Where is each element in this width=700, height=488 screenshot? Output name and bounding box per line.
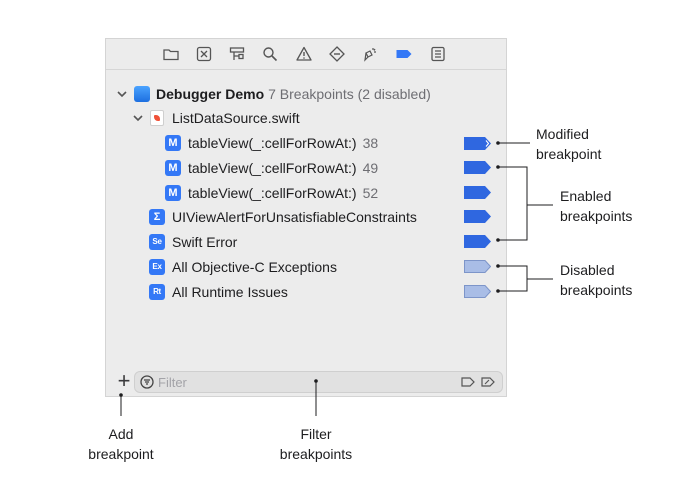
project-breakpoint-count: 7 Breakpoints (2 disabled) [268, 86, 431, 102]
file-row[interactable]: ListDataSource.swift [132, 107, 300, 129]
navigator-toolbar [106, 39, 506, 70]
breakpoint-row[interactable]: M tableView(_:cellForRowAt:) 52 [165, 182, 378, 204]
line-number: 49 [362, 160, 379, 176]
breakpoint-label: tableView(_:cellForRowAt:) [188, 185, 357, 201]
add-breakpoint-button[interactable]: + [117, 368, 131, 393]
add-breakpoint-callout: Add breakpoint [71, 424, 171, 464]
runtime-issue-badge-icon: Rt [149, 284, 165, 300]
modified-filter-icon[interactable] [461, 376, 475, 388]
callout-line: Enabled [560, 188, 612, 204]
folder-icon[interactable] [162, 45, 180, 63]
filter-field[interactable] [134, 371, 503, 393]
callout-line: Modified [536, 126, 589, 142]
filter-input[interactable] [158, 373, 448, 391]
callout-line: breakpoint [88, 446, 154, 462]
modified-breakpoint-callout: Modified breakpoint [536, 124, 601, 164]
filter-breakpoints-callout: Filter breakpoints [256, 424, 376, 464]
swift-file-icon [150, 110, 164, 126]
filter-icon [140, 375, 154, 389]
callout-line: Add [108, 426, 134, 442]
symbol-icon[interactable] [228, 45, 246, 63]
breakpoint-row[interactable]: M tableView(_:cellForRowAt:) 49 [165, 157, 378, 179]
callout-line: breakpoints [560, 208, 633, 224]
disabled-filter-icon[interactable] [481, 376, 495, 388]
method-badge-icon: M [165, 185, 181, 201]
source-control-icon[interactable] [195, 45, 213, 63]
symbolic-badge-icon: Σ [149, 209, 165, 225]
callout-line: Disabled [560, 262, 615, 278]
line-number: 38 [362, 135, 379, 151]
exception-badge-icon: Ex [149, 259, 165, 275]
breakpoint-row[interactable]: Se Swift Error [149, 231, 237, 253]
breakpoint-icon[interactable] [395, 45, 413, 63]
issue-icon[interactable] [295, 45, 313, 63]
breakpoint-indicator-disabled-icon[interactable] [464, 260, 491, 273]
breakpoint-row[interactable]: Ex All Objective-C Exceptions [149, 256, 337, 278]
callout-line: Filter [300, 426, 332, 442]
callout-line: breakpoint [536, 146, 602, 162]
project-name: Debugger Demo [156, 86, 265, 102]
breakpoint-indicator-modified-icon[interactable] [464, 137, 491, 150]
breakpoint-label: UIViewAlertForUnsatisfiableConstraints [172, 209, 417, 225]
debug-icon[interactable] [361, 45, 379, 63]
breakpoint-indicator-enabled-icon[interactable] [464, 186, 491, 199]
chevron-down-icon[interactable] [116, 88, 128, 100]
breakpoint-indicator-disabled-icon[interactable] [464, 285, 491, 298]
breakpoint-label: All Objective-C Exceptions [172, 259, 337, 275]
swift-error-badge-icon: Se [149, 234, 165, 250]
project-icon [134, 86, 150, 102]
method-badge-icon: M [165, 160, 181, 176]
method-badge-icon: M [165, 135, 181, 151]
callout-line: breakpoints [279, 446, 353, 462]
callout-line: breakpoints [560, 282, 633, 298]
chevron-down-icon[interactable] [132, 112, 144, 124]
project-row[interactable]: Debugger Demo 7 Breakpoints (2 disabled) [116, 83, 431, 105]
breakpoint-row[interactable]: M tableView(_:cellForRowAt:) 38 [165, 132, 378, 154]
breakpoint-navigator: Debugger Demo 7 Breakpoints (2 disabled)… [105, 38, 507, 397]
breakpoint-indicator-enabled-icon[interactable] [464, 161, 491, 174]
breakpoint-indicator-enabled-icon[interactable] [464, 210, 491, 223]
search-icon[interactable] [261, 45, 279, 63]
breakpoint-label: tableView(_:cellForRowAt:) [188, 135, 357, 151]
disabled-breakpoints-callout: Disabled breakpoints [560, 260, 632, 300]
breakpoint-row[interactable]: Rt All Runtime Issues [149, 281, 288, 303]
report-icon[interactable] [429, 45, 447, 63]
line-number: 52 [362, 185, 379, 201]
breakpoint-label: Swift Error [172, 234, 238, 250]
test-icon[interactable] [328, 45, 346, 63]
breakpoint-label: All Runtime Issues [172, 284, 288, 300]
file-name: ListDataSource.swift [172, 110, 300, 126]
breakpoint-row[interactable]: Σ UIViewAlertForUnsatisfiableConstraints [149, 206, 417, 228]
breakpoint-indicator-enabled-icon[interactable] [464, 235, 491, 248]
navigator-filter-bar: + [106, 369, 506, 397]
breakpoint-label: tableView(_:cellForRowAt:) [188, 160, 357, 176]
enabled-breakpoints-callout: Enabled breakpoints [560, 186, 632, 226]
